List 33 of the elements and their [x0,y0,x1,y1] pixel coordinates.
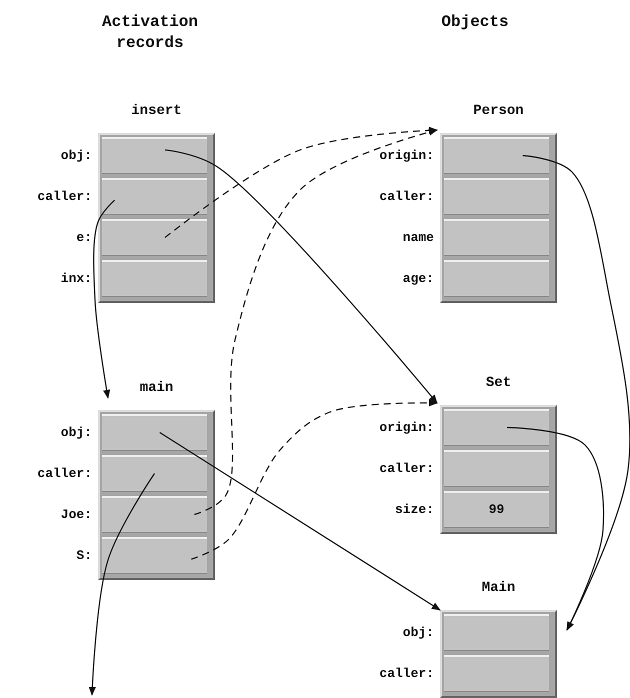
field-label: origin: [379,419,434,437]
column-heading: Objects [440,12,510,33]
field-label: obj: [402,624,434,642]
field-label: age: [402,270,434,288]
field-label: caller: [379,665,434,683]
arrow [506,426,604,631]
record-title: insert [130,103,183,119]
field-label: S: [76,547,92,565]
field-label: origin: [379,147,434,165]
field-label: caller: [379,188,434,206]
field-label: caller: [37,465,92,483]
arrow [164,126,438,238]
record-title: Main [480,580,516,596]
arrow [191,399,438,560]
arrow [164,149,438,404]
field-label: caller: [37,188,92,206]
record-title: Person [472,103,525,119]
arrow [93,200,116,399]
field-label: size: [394,501,434,519]
field-label: obj: [60,147,92,165]
arrow [88,473,155,696]
record-title: main [138,380,174,396]
field-label: caller: [379,460,434,478]
field-label: Joe: [60,506,92,524]
field-value: 99 [488,502,504,517]
arrow [194,128,438,516]
field-label: obj: [60,424,92,442]
field-label: inx: [60,270,92,288]
column-heading: Activation records [100,12,199,54]
record-title: Set [484,375,512,391]
field-label: name [402,229,434,247]
field-label: e: [76,229,92,247]
arrow [159,432,441,610]
